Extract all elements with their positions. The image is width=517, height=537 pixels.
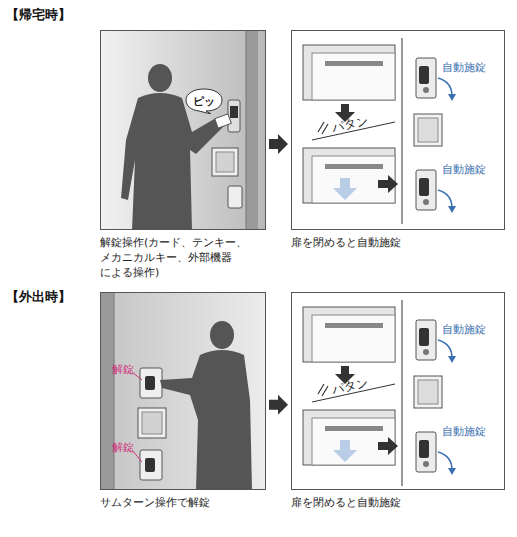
panel-caption: サムターン操作で解錠	[100, 495, 300, 510]
flow-arrow-shape	[269, 134, 288, 154]
speech-bubble: ピッ	[185, 88, 223, 114]
annotation-label: 解錠	[112, 362, 134, 377]
annotation-label: 【帰宅時】	[6, 6, 71, 24]
panel-caption: 扉を閉めると自動施錠	[291, 235, 505, 250]
annotation-label: 解錠	[112, 440, 134, 455]
annotation-label: 自動施錠	[442, 424, 486, 439]
flow-arrow	[269, 134, 288, 154]
scene-panel: サムターン操作で解錠	[100, 292, 266, 490]
annotation-label: パタン	[331, 112, 370, 136]
flow-arrow-shape	[269, 395, 288, 415]
annotation-label: 自動施錠	[442, 322, 486, 337]
annotation-label: 自動施錠	[442, 60, 486, 75]
panel-caption: 解錠操作(カード、テンキー、 メカニカルキー、外部機器 による操作)	[100, 235, 268, 280]
panel-caption: 扉を閉めると自動施錠	[291, 495, 505, 510]
annotation-label: 【外出時】	[6, 288, 71, 306]
annotation-label: パタン	[331, 374, 370, 398]
scene-panel: 解錠操作(カード、テンキー、 メカニカルキー、外部機器 による操作)ピッ	[100, 30, 266, 230]
scene-panel: 扉を閉めると自動施錠	[291, 292, 505, 490]
scene-panel: 扉を閉めると自動施錠	[291, 30, 505, 230]
annotation-label: 自動施錠	[442, 162, 486, 177]
flow-arrow	[269, 395, 288, 415]
sound-text: ピッ	[193, 94, 215, 109]
